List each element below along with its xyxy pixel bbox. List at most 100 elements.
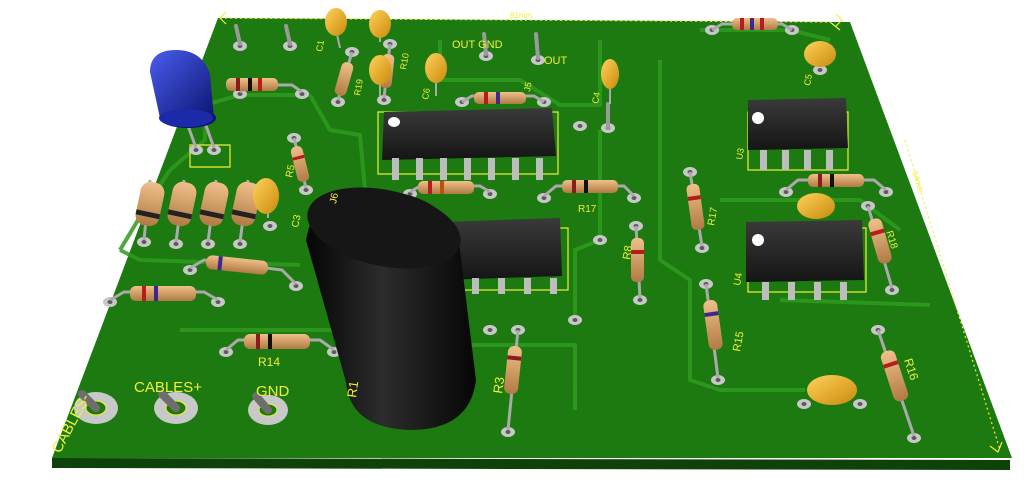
ic-u4 (746, 220, 864, 300)
dimension-markers (219, 11, 1003, 453)
ic-pin (392, 158, 399, 180)
label-out-gnd: OUT GND (452, 39, 503, 51)
pad-hole (293, 284, 299, 288)
ref-r15: R15 (731, 331, 746, 353)
ref-u4: U4 (732, 272, 745, 287)
pad-hole (335, 100, 341, 104)
pad-hole (817, 68, 823, 72)
pad-hole (572, 318, 578, 322)
pad-hole (631, 196, 637, 200)
pad-hole (783, 190, 789, 194)
ref-r1: R1 (344, 380, 361, 399)
capacitor-c5 (804, 41, 836, 67)
pad-hole (911, 436, 917, 440)
resistor-r-top-right (711, 18, 793, 32)
ic-pin (826, 150, 833, 170)
ref-j5: J5 (522, 81, 534, 92)
resistor-r17-mid (543, 180, 636, 198)
pad-hole (883, 190, 889, 194)
pad-hole (193, 148, 199, 152)
resistor-r-left-1 (109, 286, 219, 302)
resistor-r17 (686, 171, 705, 247)
label-out: OUT (544, 55, 568, 67)
ref-c5: C5 (802, 73, 814, 86)
pad-hole (303, 188, 309, 192)
resistor-r-top-left (226, 78, 303, 94)
ic-pin (464, 158, 471, 180)
resistor-r-right-mid (785, 174, 887, 192)
ref-r3: R3 (490, 376, 507, 395)
ic-chips (382, 98, 864, 300)
ref-r10: R10 (398, 52, 411, 70)
pad-hole (801, 402, 807, 406)
capacitor-c1 (325, 8, 347, 49)
ic-pin (488, 158, 495, 180)
capacitor-c-mid-left (369, 55, 391, 96)
pad-hole (541, 196, 547, 200)
pad-hole (715, 378, 721, 382)
ref-c1: C1 (314, 39, 326, 52)
ref-r5: R5 (284, 163, 298, 178)
diode-1 (135, 179, 165, 241)
label-cables-plus: CABLES+ (134, 379, 202, 396)
ref-u3: U3 (734, 147, 746, 160)
resistor-r14 (225, 334, 335, 352)
terminal-gnd (248, 392, 288, 425)
capacitor-top-2 (369, 10, 391, 42)
ic-pin (416, 158, 423, 180)
ic-u3 (748, 98, 848, 170)
ic-pin (840, 282, 847, 300)
pad-hole (381, 98, 387, 102)
ref-r19: R19 (352, 78, 365, 96)
ic-pin (788, 282, 795, 300)
ic-pin (512, 158, 519, 180)
pad-hole (223, 350, 229, 354)
resistor-r-mid-top (461, 92, 545, 104)
ref-r14: R14 (258, 355, 280, 369)
resistor-r-mid-2 (409, 181, 491, 194)
ref-j6: J6 (328, 192, 341, 205)
ic-pin (536, 158, 543, 180)
pad-hole (487, 192, 493, 196)
diode-2 (167, 179, 197, 243)
cable-terminals (74, 390, 288, 425)
resistor-r18 (866, 205, 894, 289)
ref-c4: C4 (590, 91, 602, 104)
terminal-cables-minus (74, 390, 118, 424)
pcb-edge (52, 458, 1010, 470)
pad-hole (173, 242, 179, 246)
diodes (135, 179, 261, 243)
ref-c6: C6 (420, 87, 432, 100)
resistor-r19 (334, 51, 354, 101)
ic-pin (814, 282, 821, 300)
ref-r16: R16 (901, 357, 921, 383)
resistor-r8 (631, 225, 644, 299)
capacitor-c7 (807, 375, 857, 405)
ceramic-capacitors (253, 8, 857, 405)
electrolytic-capacitor (306, 187, 476, 430)
led-blue (150, 50, 216, 149)
ic-pin (498, 278, 505, 294)
resistor-r-left-2 (189, 255, 298, 286)
pad-hole (299, 92, 305, 96)
pad-hole (699, 246, 705, 250)
terminal-cables-plus (154, 390, 198, 424)
capacitor-c3 (253, 178, 279, 218)
ic-pin (524, 278, 531, 294)
pad-hole (597, 238, 603, 242)
capacitor-right-mid (797, 193, 835, 219)
ic-pin (472, 278, 479, 294)
ic-pin (782, 150, 789, 170)
ref-r17: R17 (706, 206, 720, 226)
pad-hole (857, 402, 863, 406)
pad-hole (205, 242, 211, 246)
resistors (109, 18, 916, 437)
pad-hole (141, 240, 147, 244)
label-gnd: GND (256, 383, 290, 400)
pad-hole (889, 288, 895, 292)
terminal-posts (234, 24, 610, 130)
pad-hole (637, 298, 643, 302)
resistor-r15 (703, 283, 723, 379)
resistor-r16 (876, 329, 916, 437)
label-dimension-top: 81mm (510, 11, 533, 20)
